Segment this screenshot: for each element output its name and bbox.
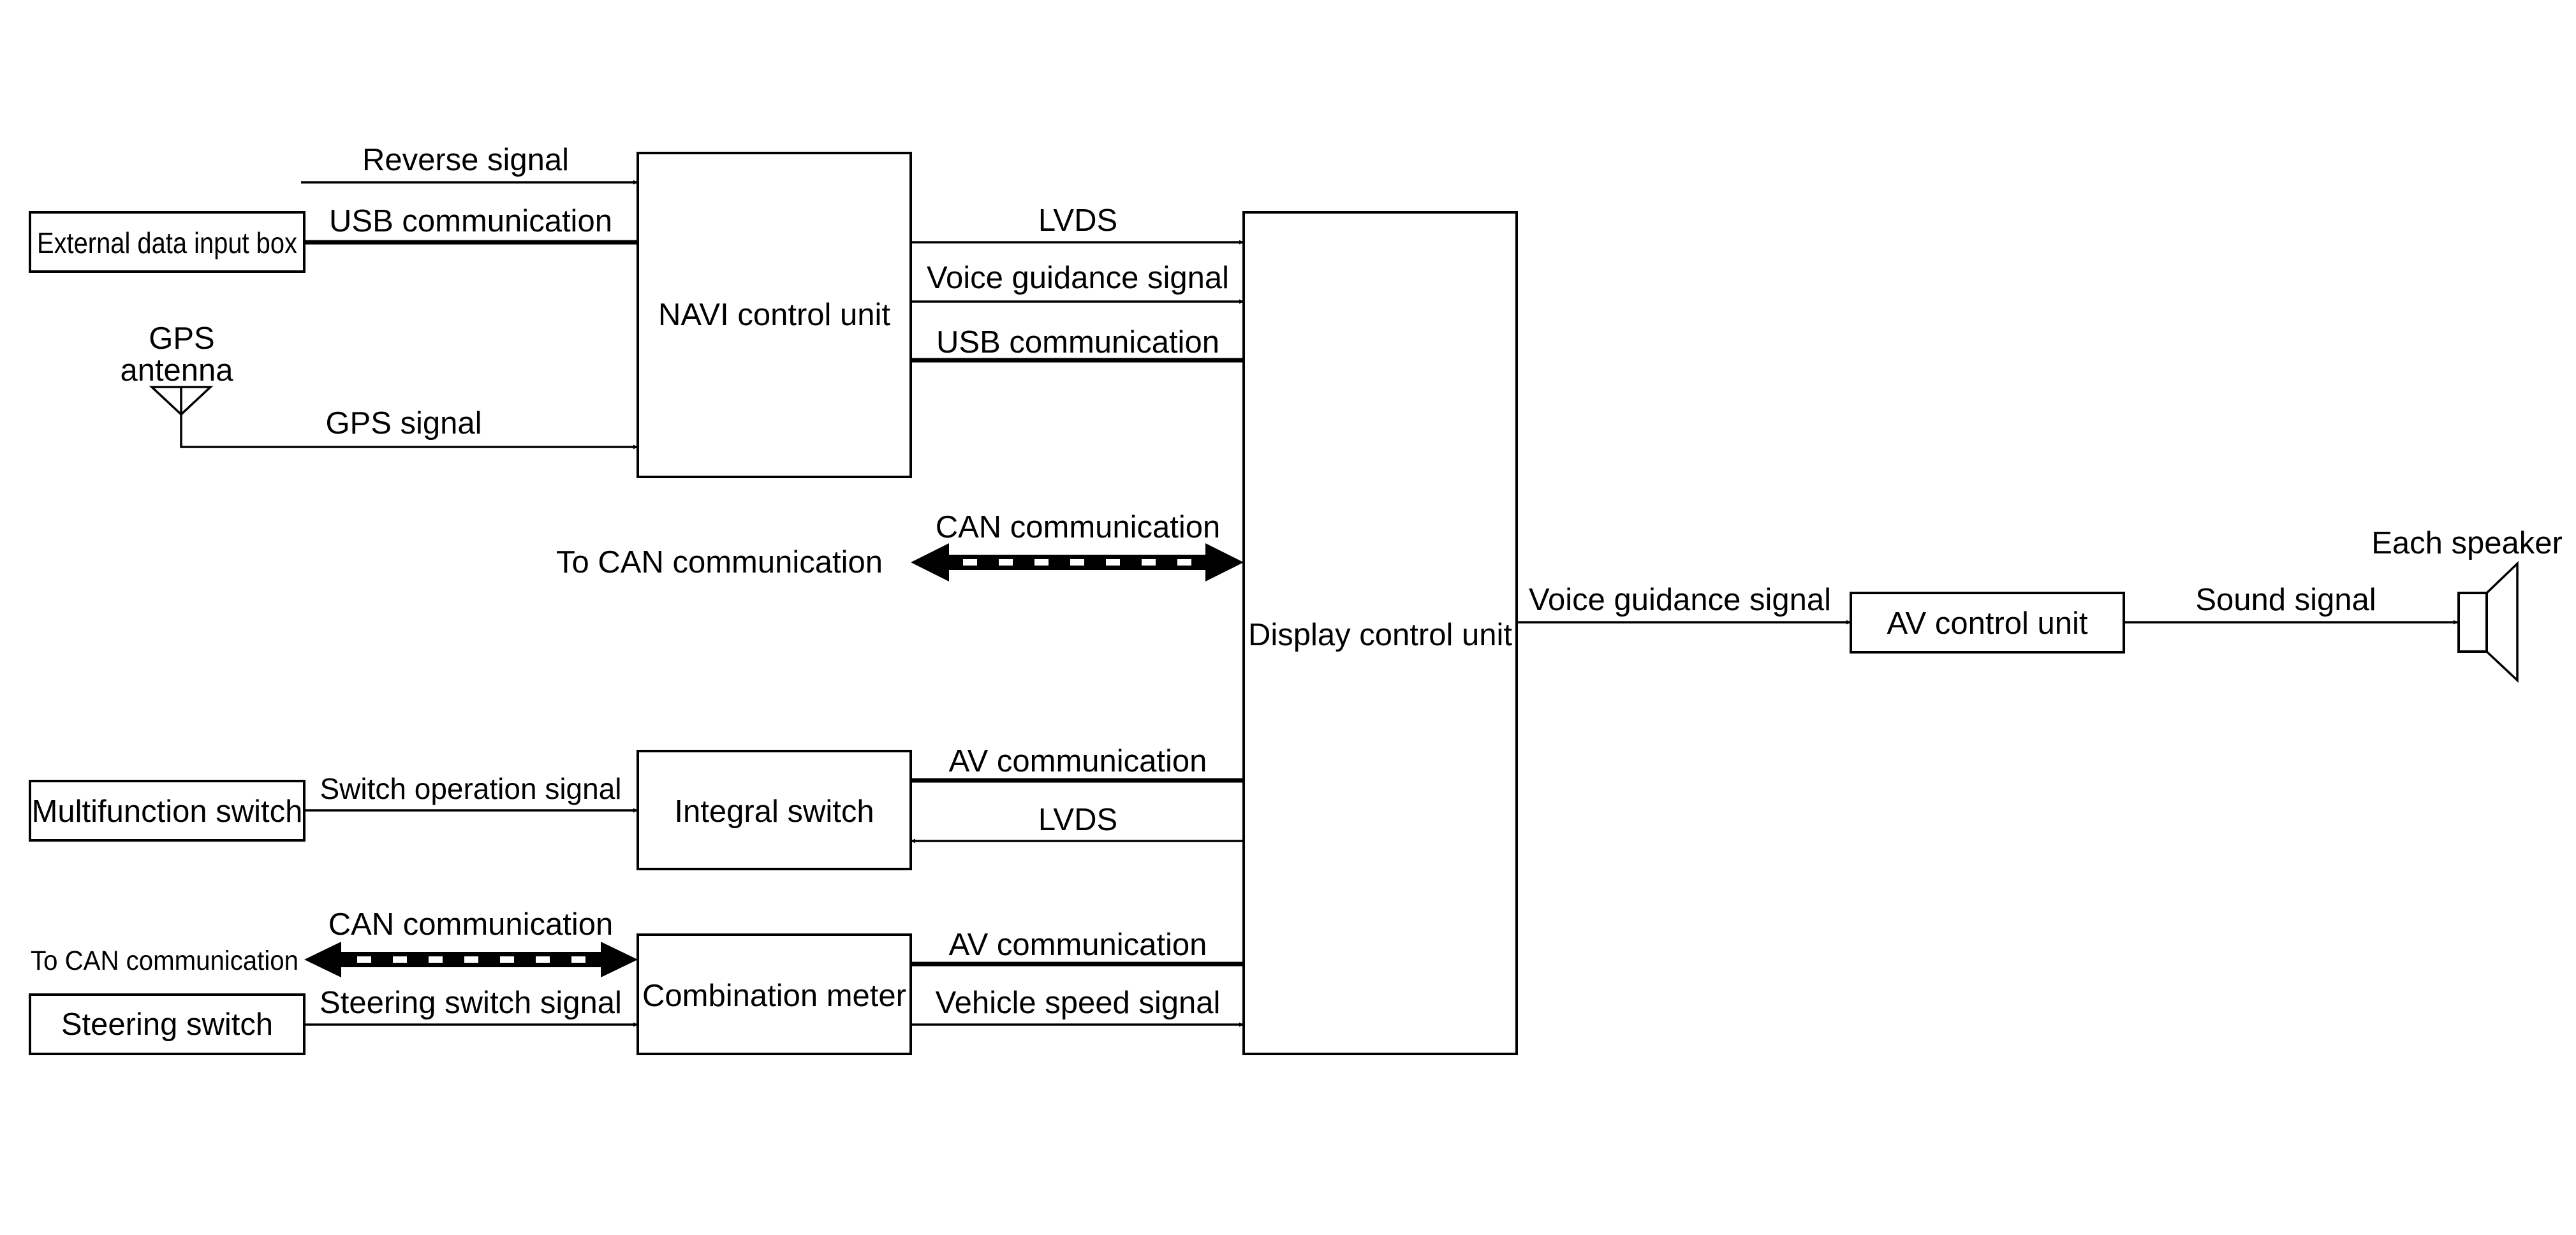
sound-signal-line: Sound signal (2124, 583, 2458, 625)
reverse-signal-label: Reverse signal (362, 143, 569, 177)
integral-switch-label: Integral switch (674, 794, 874, 829)
can-meter-arrow-left-icon (304, 942, 341, 977)
gps-antenna-label-line1: GPS (149, 321, 214, 356)
navi-control-unit-label: NAVI control unit (658, 298, 890, 332)
av-communication-integral-line: AV communication (911, 744, 1244, 783)
display-control-unit-label: Display control unit (1248, 618, 1512, 652)
navi-control-unit: NAVI control unit (637, 152, 912, 478)
av-communication-integral-label: AV communication (949, 744, 1207, 778)
display-control-unit: Display control unit (1242, 211, 1518, 1055)
switch-operation-signal-label: Switch operation signal (320, 772, 621, 805)
av-control-unit: AV control unit (1850, 592, 2125, 654)
external-data-input-box: External data input box (29, 211, 305, 273)
av-control-unit-label: AV control unit (1887, 606, 2087, 641)
multifunction-switch-label: Multifunction switch (32, 794, 303, 829)
lvds-integral-label: LVDS (1038, 803, 1117, 837)
lvds-navi-label: LVDS (1038, 203, 1117, 238)
av-communication-meter-label: AV communication (949, 928, 1207, 962)
can-communication-display-label: CAN communication (936, 510, 1221, 544)
steering-switch-signal-line: Steering switch signal (304, 986, 638, 1027)
to-can-communication-display-label: To CAN communication (556, 545, 883, 580)
voice-guidance-display-line: Voice guidance signal (1517, 583, 1851, 625)
gps-antenna: GPS antenna (120, 321, 233, 444)
usb-communication-ext-line: USB communication (304, 204, 638, 245)
can-communication-meter-line: CAN communication To CAN communication (31, 907, 638, 977)
speaker-icon (2457, 560, 2519, 683)
speaker: Each speaker (2371, 526, 2563, 683)
can-communication-meter-label: CAN communication (328, 907, 614, 942)
steering-switch-signal-label: Steering switch signal (320, 986, 622, 1020)
can-arrow-left-icon (911, 543, 949, 581)
usb-communication-navi-label: USB communication (936, 325, 1219, 360)
can-arrow-right-icon (1205, 543, 1244, 581)
each-speaker-label: Each speaker (2371, 526, 2563, 560)
to-can-communication-meter-label: To CAN communication (31, 946, 298, 976)
integral-switch: Integral switch (637, 750, 912, 870)
voice-guidance-navi-label: Voice guidance signal (927, 261, 1229, 295)
lvds-integral-line: LVDS (911, 803, 1244, 844)
gps-signal-line: GPS signal (180, 406, 638, 449)
combination-meter-label: Combination meter (642, 979, 906, 1013)
sound-signal-label: Sound signal (2195, 583, 2376, 617)
multifunction-switch-box: Multifunction switch (29, 780, 305, 842)
switch-operation-signal-line: Switch operation signal (304, 772, 638, 813)
gps-antenna-label-line2: antenna (120, 353, 233, 388)
usb-communication-navi-line: USB communication (911, 325, 1244, 363)
usb-communication-ext-label: USB communication (329, 204, 612, 238)
vehicle-speed-signal-line: Vehicle speed signal (911, 986, 1244, 1027)
voice-guidance-navi-line: Voice guidance signal (911, 261, 1244, 304)
voice-guidance-display-label: Voice guidance signal (1529, 583, 1831, 617)
lvds-navi-line: LVDS (911, 203, 1244, 245)
steering-switch-label: Steering switch (61, 1007, 273, 1042)
can-communication-display-line: To CAN communication CAN communication (556, 510, 1244, 581)
steering-switch-box: Steering switch (29, 993, 305, 1055)
av-communication-meter-line: AV communication (911, 928, 1244, 967)
can-meter-arrow-right-icon (601, 942, 638, 977)
reverse-signal-line: Reverse signal (301, 143, 638, 185)
combination-meter: Combination meter (637, 933, 912, 1055)
antenna-icon (149, 386, 214, 444)
external-data-input-box-label: External data input box (37, 226, 297, 259)
vehicle-speed-signal-label: Vehicle speed signal (936, 986, 1221, 1020)
gps-signal-label: GPS signal (325, 406, 482, 441)
